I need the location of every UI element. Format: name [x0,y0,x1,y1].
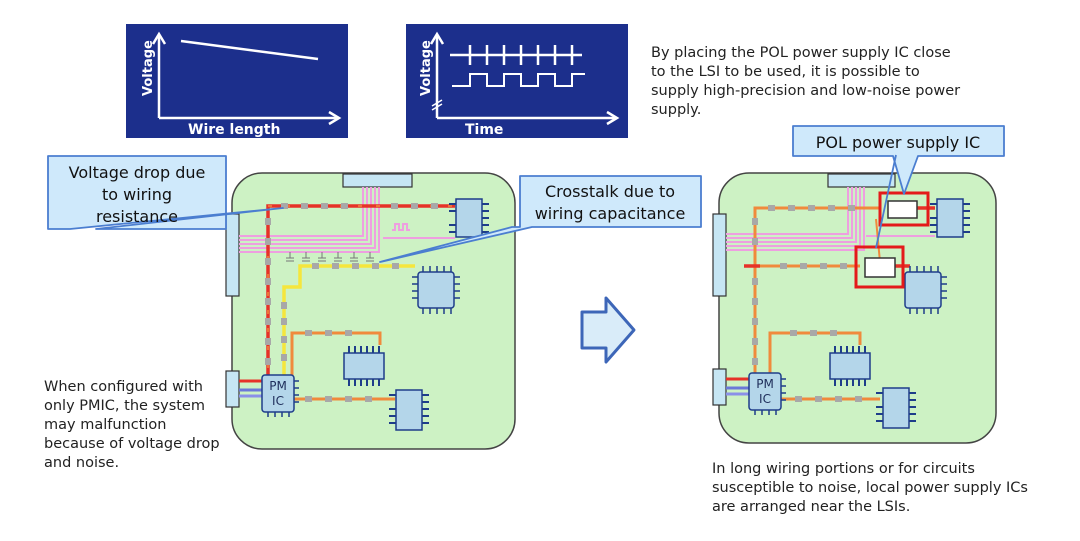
pol-ic [887,200,918,219]
y-axis-label: Voltage [419,40,434,96]
voltage-time-graph: Voltage Time [406,24,628,138]
clock-signal [452,73,585,87]
top-connector [342,173,413,188]
voltage-drop-callout: Voltage drop due to wiring resistance [47,155,284,230]
left-connector [225,213,240,297]
board [231,172,516,450]
text-line: supply. [651,102,702,118]
graph-background [406,24,628,138]
voltage-wire-length-graph: Voltage Wire length [126,24,348,138]
callout-line: Voltage drop due [69,163,206,182]
y-axis-label: Voltage [141,40,156,96]
voltage-drop-line [180,39,319,61]
right-circuit-board: PM IC [712,172,997,444]
pol-explanation-text: By placing the POL power supply IC close… [651,44,960,120]
crosstalk-callout: Crosstalk due to wiring capacitance [379,175,702,263]
callout-line: Crosstalk due to [545,182,675,201]
pmic-only-explanation-text: When configured with only PMIC, the syst… [44,378,220,473]
capacitor-symbols [286,252,374,262]
text-line: In long wiring portions or for circuits [712,461,975,477]
y-axis-arrow [429,31,445,45]
axis-break [431,103,443,111]
pol-callout: POL power supply IC [792,125,1005,249]
pmic-input-wires [726,377,749,396]
text-line: are arranged near the LSIs. [712,499,911,515]
decoupling-components [752,205,862,402]
text-line: because of voltage drop [44,436,220,452]
pol-ic-bottom [854,245,905,289]
qfp-chip [412,266,460,314]
board [718,172,997,444]
pmic-label-line1: PM [756,377,774,391]
text-line: When configured with [44,379,203,395]
text-line: only PMIC, the system [44,398,205,414]
text-line: may malfunction [44,417,167,433]
transition-arrow [580,296,636,364]
callout-line: wiring capacitance [535,204,686,223]
y-axis-arrow [151,31,167,45]
callout-line: resistance [96,207,178,226]
x-axis-label: Wire length [188,122,280,138]
power-connector [712,368,727,406]
lsi-chip-bottom [389,389,429,431]
lsi-chip [930,198,970,238]
decoupling-components [265,203,438,402]
pmic-chip: PM IC [748,372,786,415]
x-axis-label: Time [465,122,503,138]
qfp-chip [904,266,947,314]
pmic-chip: PM IC [261,374,299,417]
lsi-chip-bottom [876,387,916,429]
text-line: By placing the POL power supply IC close [651,45,951,61]
x-axis-arrow [328,110,342,126]
pmic-label-line2: IC [759,392,771,406]
callout-line: to wiring [102,185,172,204]
text-line: susceptible to noise, local power supply… [712,480,1028,496]
text-line: and noise. [44,455,120,471]
x-axis-arrow [606,110,620,126]
axis-break [431,99,443,107]
pmic-input-wires [239,379,262,398]
left-circuit-board: PM IC [225,172,516,450]
left-connector [712,213,727,297]
callout-text: POL power supply IC [816,133,980,152]
memory-chip [829,346,871,386]
text-line: supply high-precision and low-noise powe… [651,83,961,99]
power-connector [225,370,240,408]
highlight-box [854,245,905,289]
top-connector [827,173,896,188]
noise-spikes [468,45,574,65]
pmic-label-line1: PM [269,379,287,393]
text-line: to the LSI to be used, it is possible to [651,64,920,80]
local-supply-explanation-text: In long wiring portions or for circuits … [712,460,1028,517]
pmic-label-line2: IC [272,394,284,408]
callout-pointer [875,154,897,249]
lsi-chip [449,198,489,238]
memory-chip [343,346,385,386]
pol-ic [864,257,896,278]
